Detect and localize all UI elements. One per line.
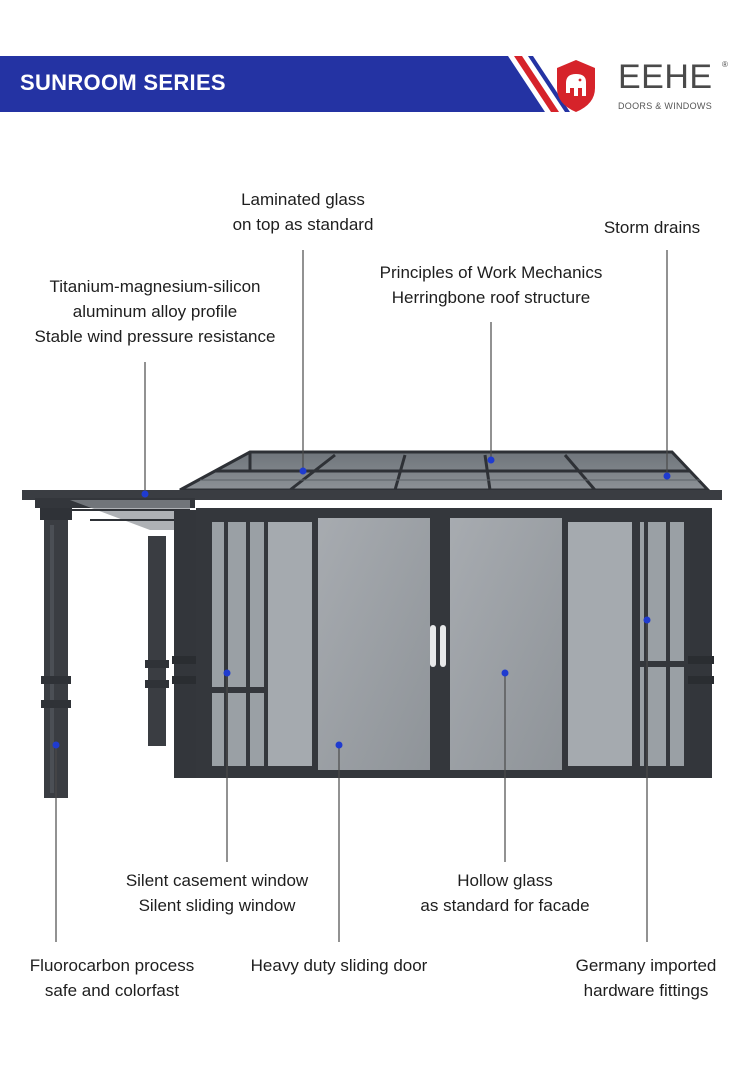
marker-dot-mechanics bbox=[487, 456, 495, 464]
marker-dot-storm bbox=[663, 472, 671, 480]
callout-hollow-glass: Hollow glass as standard for facade bbox=[420, 868, 589, 918]
callout-sliding-door: Heavy duty sliding door bbox=[251, 953, 428, 978]
callout-line: Titanium-magnesium-silicon bbox=[49, 277, 261, 296]
marker-dot-alloy bbox=[141, 490, 149, 498]
callout-line: hardware fittings bbox=[583, 981, 709, 1000]
marker-dot-fluoro bbox=[52, 741, 60, 749]
leader-lines bbox=[55, 250, 668, 942]
callout-fluorocarbon: Fluorocarbon process safe and colorfast bbox=[30, 953, 194, 1003]
callout-line: on top as standard bbox=[232, 215, 374, 234]
callout-line: Hollow glass bbox=[457, 871, 553, 890]
callout-line: aluminum alloy profile bbox=[72, 302, 238, 321]
marker-dots bbox=[52, 456, 671, 749]
callout-line: Stable wind pressure resistance bbox=[34, 327, 276, 346]
callout-line: safe and colorfast bbox=[44, 981, 180, 1000]
marker-dot-hollow bbox=[501, 669, 509, 677]
callout-hardware-fittings: Germany imported hardware fittings bbox=[576, 953, 717, 1003]
callout-line: Herringbone roof structure bbox=[391, 288, 591, 307]
callout-work-mechanics: Principles of Work Mechanics Herringbone… bbox=[380, 260, 603, 310]
callout-line: Principles of Work Mechanics bbox=[379, 263, 603, 282]
callout-line: Silent casement window bbox=[125, 871, 309, 890]
callout-alloy-profile: Titanium-magnesium-silicon aluminum allo… bbox=[35, 274, 276, 349]
marker-dot-laminated bbox=[299, 467, 307, 475]
page-title: SUNROOM SERIES bbox=[20, 70, 226, 95]
glass-roof bbox=[179, 450, 712, 492]
marker-dot-casement bbox=[223, 669, 231, 677]
callout-line: Laminated glass bbox=[241, 190, 365, 209]
marker-dot-sliding bbox=[335, 741, 343, 749]
callout-storm-drains: Storm drains bbox=[604, 215, 700, 240]
callout-casement-window: Silent casement window Silent sliding wi… bbox=[126, 868, 308, 918]
callout-laminated-glass: Laminated glass on top as standard bbox=[233, 187, 374, 237]
brand-registered-mark: ® bbox=[722, 60, 728, 69]
callout-line: Fluorocarbon process bbox=[29, 956, 195, 975]
pergola-posts bbox=[40, 508, 198, 798]
header-banner bbox=[0, 56, 750, 112]
brand-name: EEHE bbox=[618, 58, 713, 96]
callout-line: Heavy duty sliding door bbox=[250, 956, 428, 975]
banner-graphic bbox=[0, 56, 570, 112]
brand-subtitle: DOORS & WINDOWS bbox=[618, 101, 712, 111]
callout-line: Silent sliding window bbox=[138, 896, 296, 915]
callout-line: Germany imported bbox=[575, 956, 717, 975]
front-frame bbox=[196, 508, 714, 778]
pergola-canopy bbox=[22, 490, 722, 530]
marker-dot-hardware bbox=[643, 616, 651, 624]
callout-line: Storm drains bbox=[603, 218, 701, 237]
callout-line: as standard for facade bbox=[420, 896, 590, 915]
